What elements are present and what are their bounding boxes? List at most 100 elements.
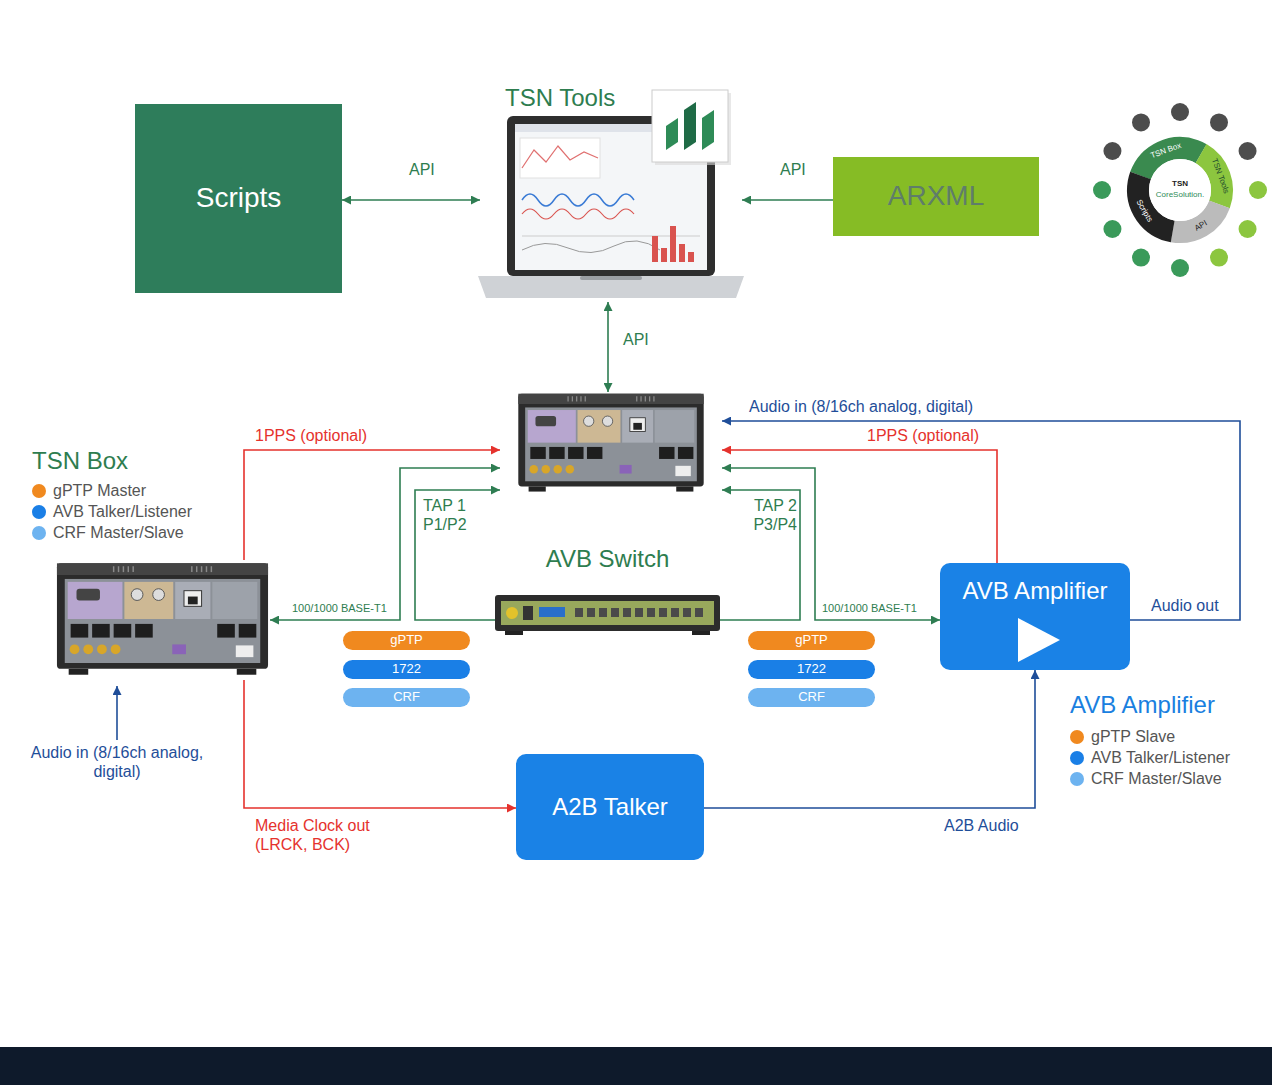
legend-text: gPTP Slave (1091, 728, 1175, 746)
logo-dot (1093, 181, 1111, 199)
connector (607, 302, 609, 392)
logo-dot (1171, 259, 1189, 277)
footer-band (0, 1047, 1272, 1085)
node-text: ARXML (888, 180, 984, 212)
legend-swatch (32, 505, 46, 519)
coresolution-logo (1093, 103, 1267, 277)
laptop-illustration (478, 90, 744, 298)
logo-bar (702, 110, 714, 150)
legend-heading: AVB Amplifier (1070, 691, 1215, 720)
logo-ring-text: TSN Tools (1209, 157, 1229, 194)
connector (742, 199, 833, 201)
legend-text: CRF Master/Slave (53, 524, 184, 542)
legend-text: gPTP Master (53, 482, 146, 500)
legend-text: AVB Talker/Listener (53, 503, 192, 521)
laptop-notch (580, 276, 642, 280)
logo-bar (666, 118, 678, 150)
node-text: 1722 (392, 662, 421, 677)
logo-ring-segment (1123, 133, 1238, 248)
node-text: AVB Amplifier (963, 577, 1108, 605)
tap-label: TAP 1 P1/P2 (423, 496, 475, 534)
node-text: 1722 (797, 662, 826, 677)
tsn-box-device: TSN Box (55, 560, 270, 680)
edge-label: 1PPS (optional) (866, 426, 980, 445)
protocol-pill: gPTP (748, 631, 875, 650)
legend-swatch (32, 526, 46, 540)
legend-swatch (1070, 751, 1084, 765)
logo-dot (1210, 113, 1228, 131)
connector (244, 450, 500, 560)
connector (270, 468, 500, 620)
node-heading: TSN Box (32, 447, 128, 475)
legend-item: AVB Talker/Listener (32, 503, 192, 521)
tap-device (500, 392, 722, 495)
node-text: gPTP (795, 633, 828, 648)
tool-laptop: TSN Tools (480, 84, 742, 302)
edge-label: API (779, 160, 807, 179)
node-heading: AVB Switch (495, 545, 720, 573)
logo-dot (1210, 249, 1228, 267)
avb-switch-illustration (495, 595, 720, 635)
script-box: Scripts (135, 104, 342, 293)
connectors (244, 200, 1240, 808)
edge-label: 1PPS (optional) (254, 426, 368, 445)
screen-panel (520, 138, 600, 178)
talker-box: A2B Talker (516, 754, 704, 860)
legend-item: AVB Talker/Listener (1070, 749, 1230, 767)
logo-tile (652, 90, 728, 162)
logo-dot (1132, 249, 1150, 267)
avb-switch-device: AVB Switch (495, 595, 720, 635)
protocol-pill: 1722 (343, 660, 470, 679)
node-heading: TSN Tools (505, 84, 615, 112)
edge-label: 100/1000 BASE-T1 (291, 602, 388, 615)
signal-label: Audio out (1150, 596, 1220, 615)
logo-text: CoreSolution. (1156, 191, 1204, 199)
protocol-pill: CRF (748, 688, 875, 707)
edge-label: Media Clock out (LRCK, BCK) (254, 816, 396, 854)
connector (415, 490, 500, 620)
screen-wave (522, 209, 634, 219)
play-symbol (1018, 618, 1060, 662)
logo-center (1149, 159, 1211, 221)
tsn-box-illustration (57, 563, 268, 674)
connector (244, 680, 516, 808)
logo-dot (1132, 113, 1150, 131)
logo-ring-text: TSN Box (1149, 141, 1182, 159)
arxml-box: ARXML (833, 157, 1039, 236)
screen-bars (652, 226, 694, 262)
logo-bar (684, 102, 696, 150)
amplifier-box: AVB Amplifier (940, 563, 1130, 670)
legend-text: AVB Talker/Listener (1091, 749, 1230, 767)
node-text: CRF (798, 690, 825, 705)
legend-item: gPTP Slave (1070, 728, 1175, 746)
screen-chart (522, 146, 598, 168)
signal-label: Audio in (8/16ch analog, digital) (17, 743, 217, 781)
tap-label: TAP 2 P3/P4 (745, 496, 797, 534)
edge-label: API (622, 330, 650, 349)
logo-dot (1249, 181, 1267, 199)
legend-swatch (32, 484, 46, 498)
legend-swatch (1070, 730, 1084, 744)
screen-wave (522, 241, 660, 253)
edge-label: 100/1000 BASE-T1 (821, 602, 918, 615)
node-text: CRF (393, 690, 420, 705)
logo-dot (1171, 103, 1189, 121)
connector (704, 670, 1035, 808)
legend-item: CRF Master/Slave (32, 524, 184, 542)
legend-swatch (1070, 772, 1084, 786)
logo-dot (1239, 142, 1257, 160)
edge-label: API (408, 160, 436, 179)
legend-text: CRF Master/Slave (1091, 770, 1222, 788)
logo-text: TSN (1172, 180, 1188, 188)
node-text: A2B Talker (552, 793, 668, 821)
connector (720, 490, 800, 620)
leader-arrow (116, 686, 118, 740)
protocol-pill: gPTP (343, 631, 470, 650)
logo-ring-segment (1131, 141, 1228, 238)
protocol-pill: 1722 (748, 660, 875, 679)
logo-ring-segment (1126, 136, 1234, 244)
connector (722, 450, 997, 563)
edge-label: A2B Audio (943, 816, 1020, 835)
protocol-pill: CRF (343, 688, 470, 707)
